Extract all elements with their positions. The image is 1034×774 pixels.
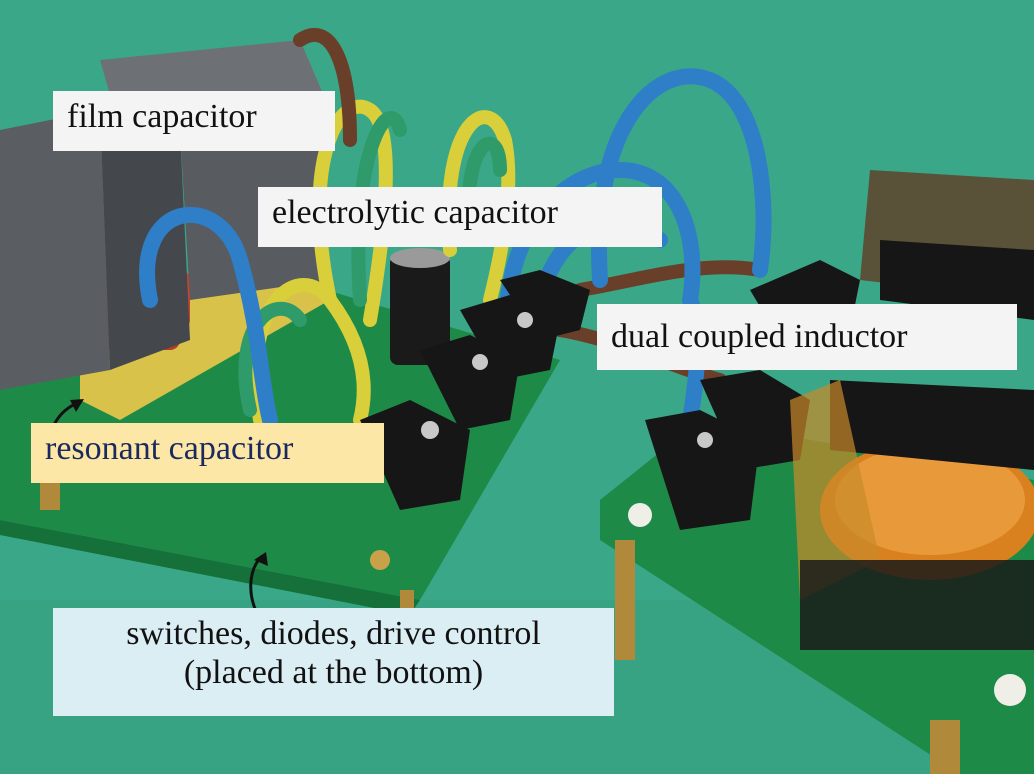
- switches-arrowhead: [254, 552, 268, 566]
- dual-coupled-inductor-label: dual coupled inductor: [597, 304, 1017, 370]
- electrolytic-capacitor-label: electrolytic capacitor: [258, 187, 662, 247]
- switches-label-line2: (placed at the bottom): [183, 654, 484, 692]
- switches-diodes-drive-label: switches, diodes, drive control (placed …: [53, 608, 614, 716]
- coupled-inductor: [790, 170, 1034, 650]
- film-capacitor-label: film capacitor: [53, 91, 335, 151]
- terminal-blocks: [360, 270, 590, 510]
- resonant-arrowhead: [70, 399, 84, 412]
- switches-label-line1: switches, diodes, drive control: [126, 615, 541, 652]
- electrolytic-capacitor: [390, 248, 450, 365]
- resonant-capacitor-label: resonant capacitor: [31, 423, 384, 483]
